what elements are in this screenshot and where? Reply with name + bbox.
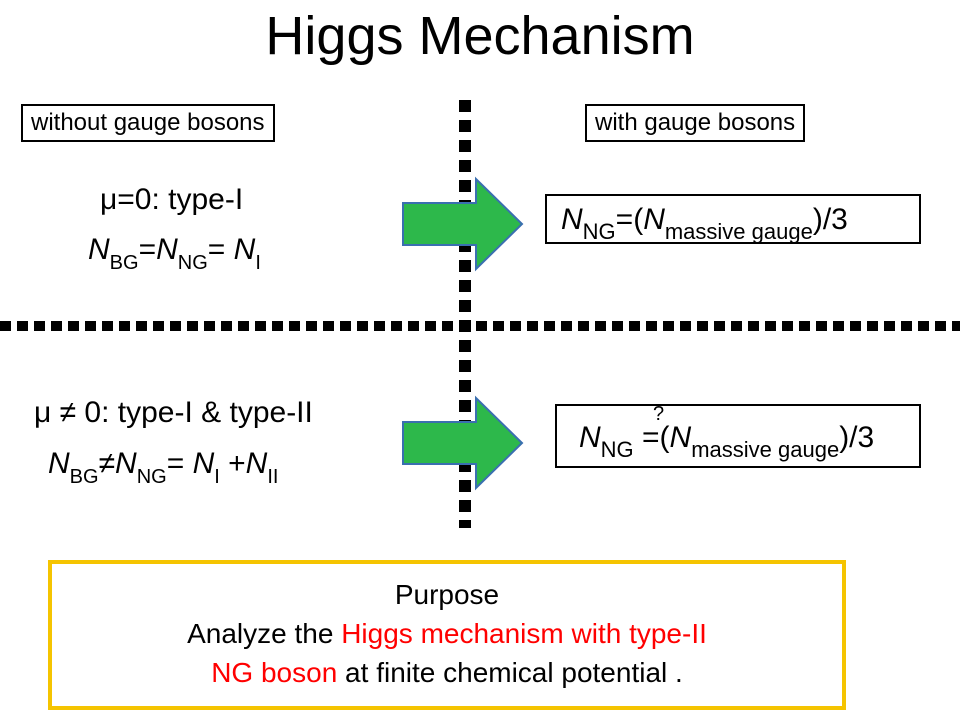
bot-eq-eq2: = [166,447,193,480]
top-eq-n3: N [233,233,256,266]
bot-eq-s3: I [214,466,220,488]
purpose-highlight-1: Higgs mechanism with type-II [341,618,707,649]
bottom-equation: NBG≠NNG= NI +NII [48,446,279,488]
purpose-highlight-2: NG boson [211,657,338,688]
top-result-box: NNG=(Nmassive gauge)/3 [545,194,921,244]
bot-eq-s4: II [267,466,279,488]
bot-eq-s1: BG [69,466,99,488]
bottom-condition: μ ≠ 0: type-I & type-II [34,396,313,429]
top-condition: μ=0: type-I [100,183,244,216]
bot-res-n2: N [669,421,692,454]
bot-eq-plus: + [219,447,246,480]
bot-eq-n3: N [192,447,215,480]
bot-eq-n1: N [48,447,70,480]
top-eq-eq1: = [138,233,157,266]
top-right-arrow-icon [402,176,524,272]
bottom-result-box: ? NNG =(Nmassive gauge)/3 [555,403,921,468]
question-mark: ? [653,403,665,425]
page-title: Higgs Mechanism [265,6,695,66]
top-eq-s2: NG [177,252,208,274]
bottom-result-formula: NNG =(Nmassive gauge)/3 [579,420,875,462]
bot-eq-s2: NG [136,466,167,488]
bot-eq-n2: N [115,447,137,480]
top-res-s2: massive gauge [664,219,813,244]
top-res-n2: N [643,203,665,236]
purpose-line-1: Analyze the Higgs mechanism with type-II [52,614,842,653]
purpose-heading: Purpose [394,579,500,610]
bot-res-s1: NG [600,437,634,462]
purpose-line-1-text: Analyze the [187,618,342,649]
top-res-n1: N [561,203,583,236]
bot-eq-neq: ≠ [98,447,116,480]
label-with-gauge-bosons: with gauge bosons [585,104,806,142]
bot-res-n1: N [579,421,601,454]
top-eq-s3: I [255,252,261,274]
top-eq-n1: N [88,233,110,266]
top-eq-n2: N [156,233,178,266]
top-res-mid: =( [615,203,644,236]
top-res-s1: NG [582,219,616,244]
purpose-box: Purpose Analyze the Higgs mechanism with… [48,560,846,710]
top-result-formula: NNG=(Nmassive gauge)/3 [561,202,848,244]
top-eq-eq2: = [207,233,234,266]
bottom-right-arrow-icon [402,395,524,491]
top-equation: NBG=NNG= NI [88,232,261,274]
purpose-line-2: NG boson at finite chemical potential . [52,653,842,692]
horizontal-divider [0,321,960,331]
bot-eq-n4: N [245,447,268,480]
purpose-line-2-text: at finite chemical potential . [337,657,683,688]
bot-res-end: )/3 [839,421,875,454]
bot-res-s2: massive gauge [691,437,840,462]
top-res-end: )/3 [812,203,848,236]
top-eq-s1: BG [109,252,139,274]
label-without-gauge-bosons: without gauge bosons [21,104,275,142]
bot-res-mid: =( [633,421,670,454]
